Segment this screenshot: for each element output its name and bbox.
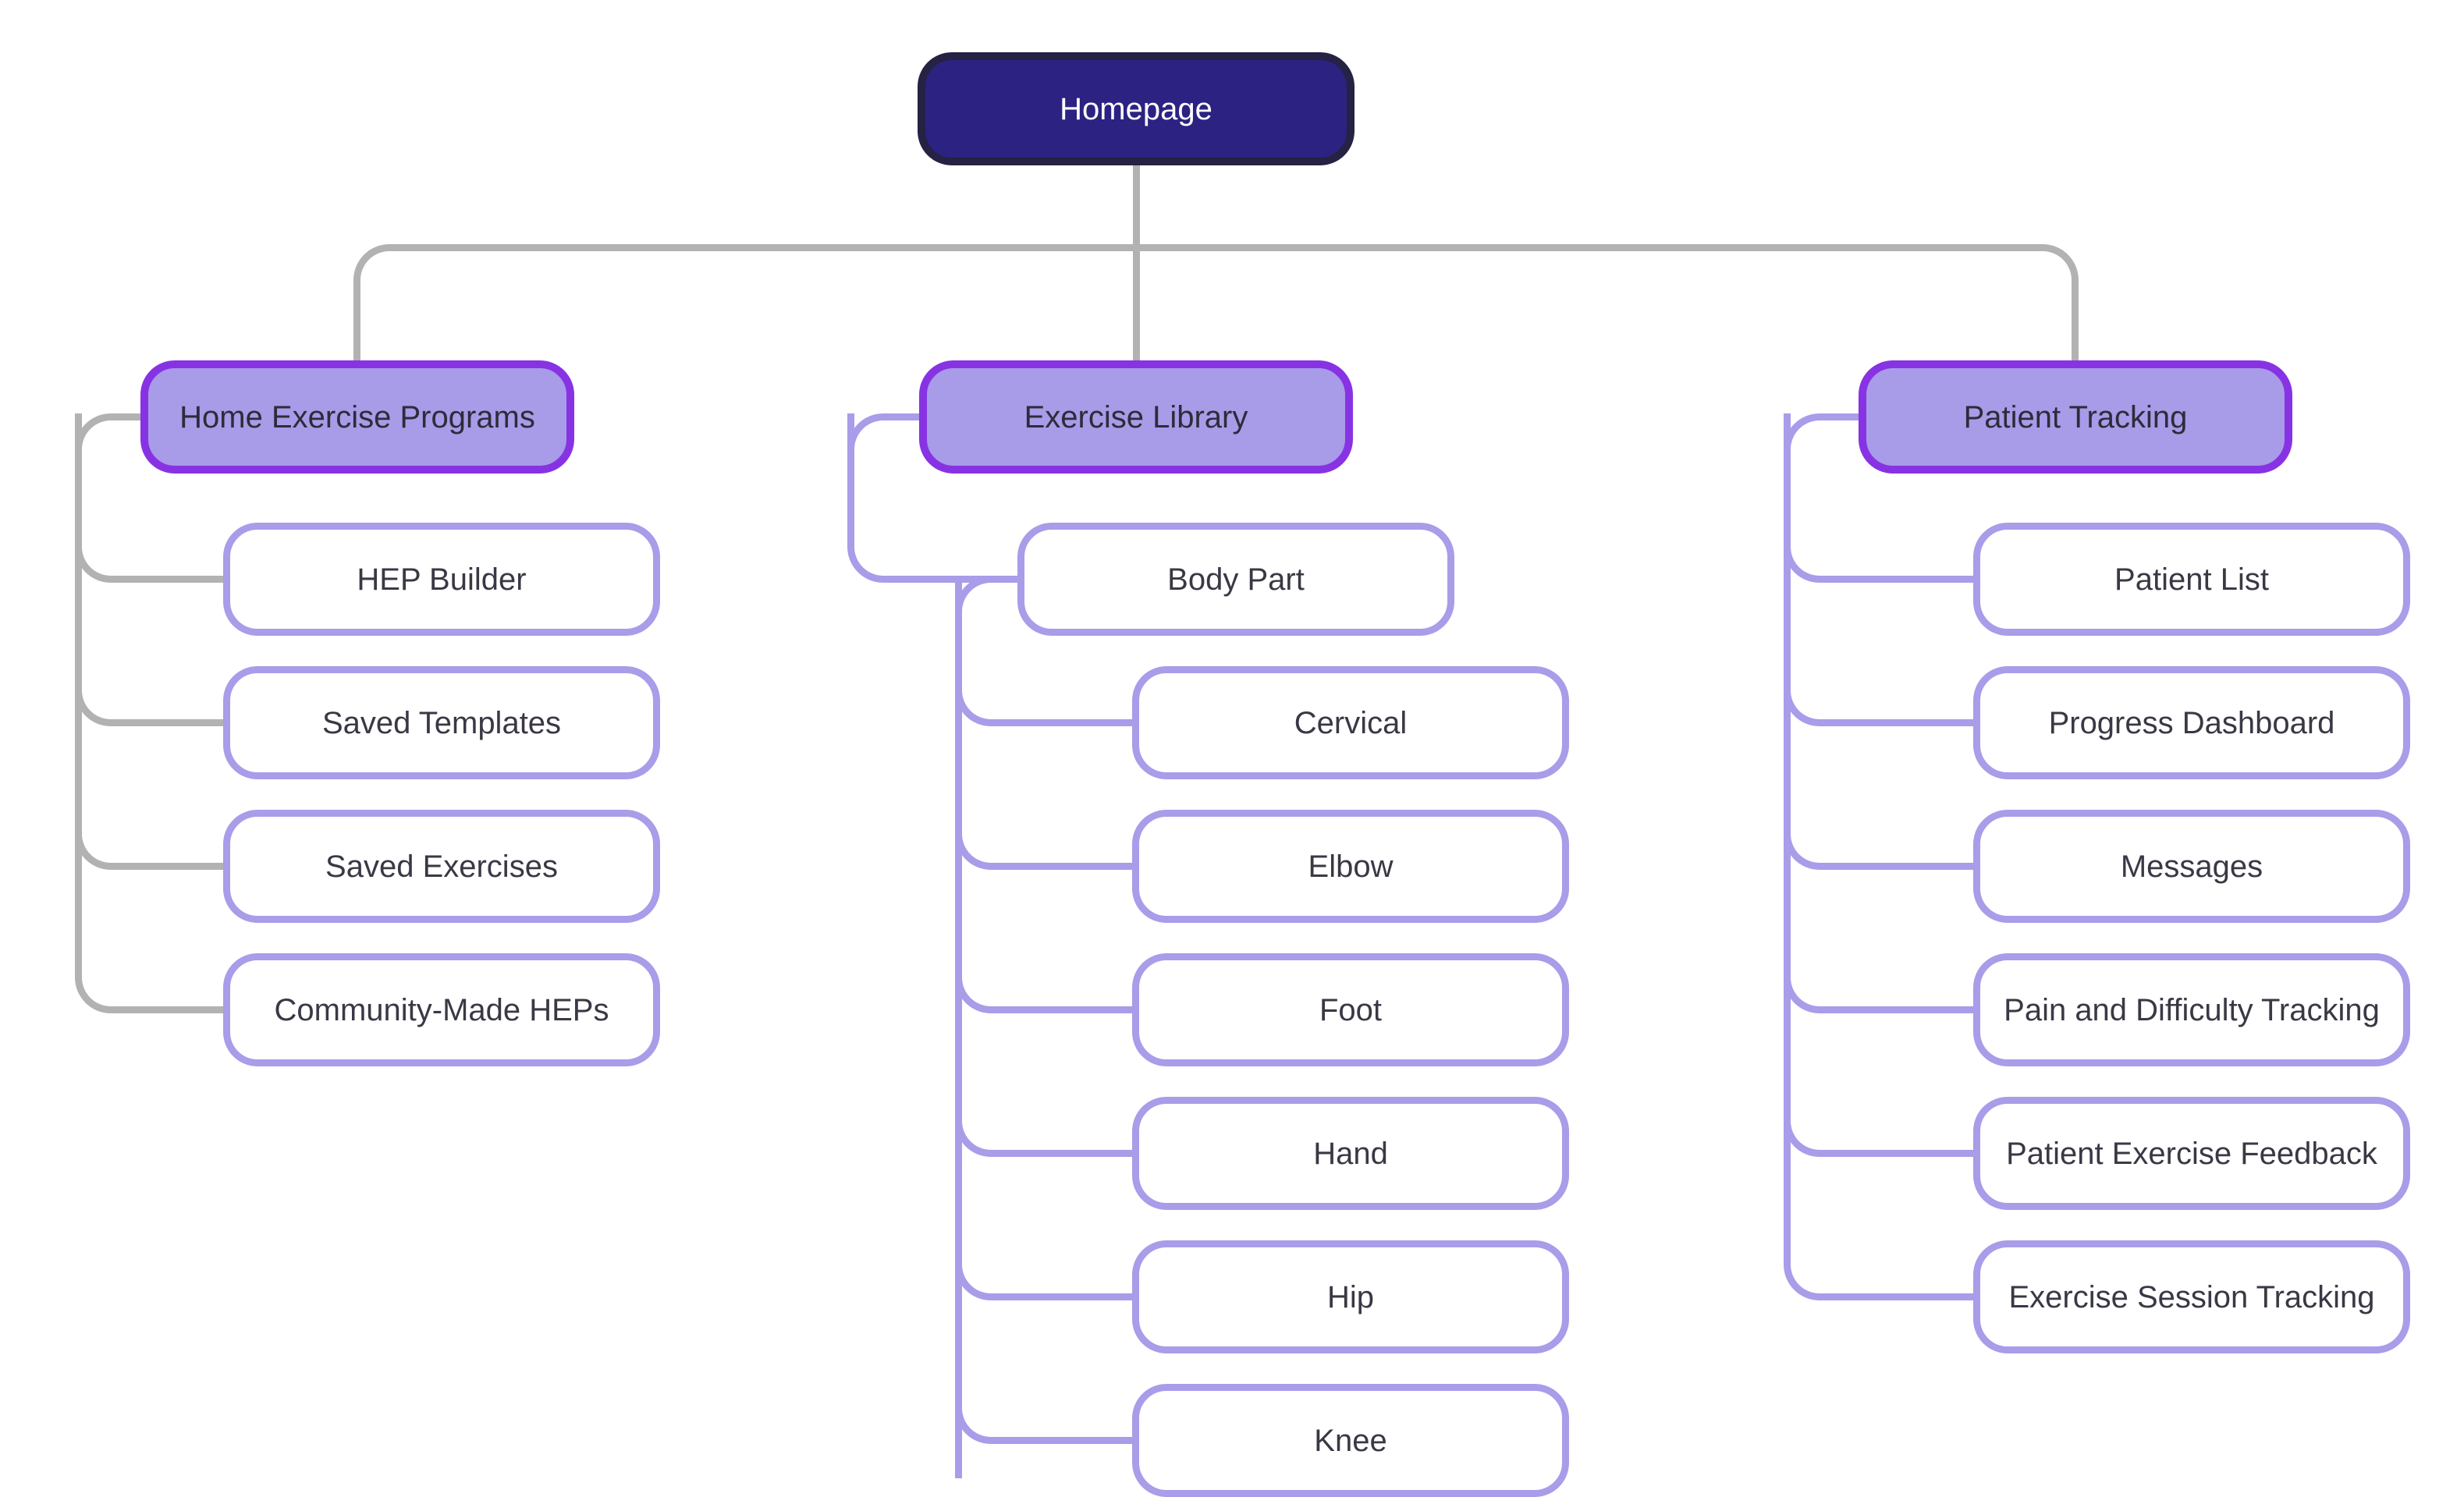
node-saved-templates[interactable]: Saved Templates xyxy=(223,666,660,779)
node-home-exercise-programs-label: Home Exercise Programs xyxy=(179,399,535,435)
node-exercise-library[interactable]: Exercise Library xyxy=(919,360,1353,474)
node-community-made-heps-label: Community-Made HEPs xyxy=(274,992,609,1027)
node-hep-builder[interactable]: HEP Builder xyxy=(223,523,660,636)
node-exercise-session-tracking[interactable]: Exercise Session Tracking xyxy=(1973,1240,2410,1353)
node-community-made-heps[interactable]: Community-Made HEPs xyxy=(223,953,660,1066)
node-saved-templates-label: Saved Templates xyxy=(321,705,562,740)
node-patient-list-label: Patient List xyxy=(2114,562,2269,597)
node-saved-exercises[interactable]: Saved Exercises xyxy=(223,810,660,923)
node-elbow[interactable]: Elbow xyxy=(1132,810,1569,923)
connector-library-to-body-part xyxy=(847,413,1017,583)
node-exercise-library-label: Exercise Library xyxy=(1024,399,1248,435)
node-patient-tracking-label: Patient Tracking xyxy=(1963,399,2188,435)
node-cervical-label: Cervical xyxy=(1294,705,1408,740)
node-cervical[interactable]: Cervical xyxy=(1132,666,1569,779)
node-saved-exercises-label: Saved Exercises xyxy=(325,849,558,884)
node-homepage[interactable]: Homepage xyxy=(918,52,1354,165)
node-knee[interactable]: Knee xyxy=(1132,1384,1569,1497)
node-messages[interactable]: Messages xyxy=(1973,810,2410,923)
node-knee-label: Knee xyxy=(1314,1423,1387,1458)
connector-body-part-spine-tail xyxy=(955,1248,962,1478)
node-homepage-label: Homepage xyxy=(1060,91,1212,126)
node-exercise-session-tracking-label: Exercise Session Tracking xyxy=(2008,1279,2375,1314)
connector-hep-branch-4 xyxy=(75,413,223,1013)
node-home-exercise-programs[interactable]: Home Exercise Programs xyxy=(140,360,574,474)
node-hip-label: Hip xyxy=(1326,1279,1375,1314)
node-messages-label: Messages xyxy=(2120,849,2263,884)
node-progress-dashboard-label: Progress Dashboard xyxy=(2048,705,2335,740)
node-hand-label: Hand xyxy=(1313,1136,1388,1171)
connector-body-part-branch-6 xyxy=(955,576,1132,1444)
node-patient-exercise-feedback[interactable]: Patient Exercise Feedback xyxy=(1973,1097,2410,1210)
node-hep-builder-label: HEP Builder xyxy=(357,562,527,597)
node-foot-label: Foot xyxy=(1319,992,1383,1027)
node-foot[interactable]: Foot xyxy=(1132,953,1569,1066)
node-pain-and-difficulty-tracking-label: Pain and Difficulty Tracking xyxy=(2004,992,2380,1027)
node-patient-list[interactable]: Patient List xyxy=(1973,523,2410,636)
node-hand[interactable]: Hand xyxy=(1132,1097,1569,1210)
node-body-part-label: Body Part xyxy=(1167,562,1305,597)
node-patient-tracking[interactable]: Patient Tracking xyxy=(1859,360,2292,474)
connector-root-to-home-exercise-programs xyxy=(353,244,1136,360)
node-patient-exercise-feedback-label: Patient Exercise Feedback xyxy=(2006,1136,2377,1171)
node-body-part[interactable]: Body Part xyxy=(1017,523,1454,636)
connector-tracking-branch-6 xyxy=(1784,413,1973,1300)
node-progress-dashboard[interactable]: Progress Dashboard xyxy=(1973,666,2410,779)
node-elbow-label: Elbow xyxy=(1308,849,1394,884)
node-pain-and-difficulty-tracking[interactable]: Pain and Difficulty Tracking xyxy=(1973,953,2410,1066)
node-hip[interactable]: Hip xyxy=(1132,1240,1569,1353)
connector-root-to-patient-tracking xyxy=(1136,244,2079,360)
